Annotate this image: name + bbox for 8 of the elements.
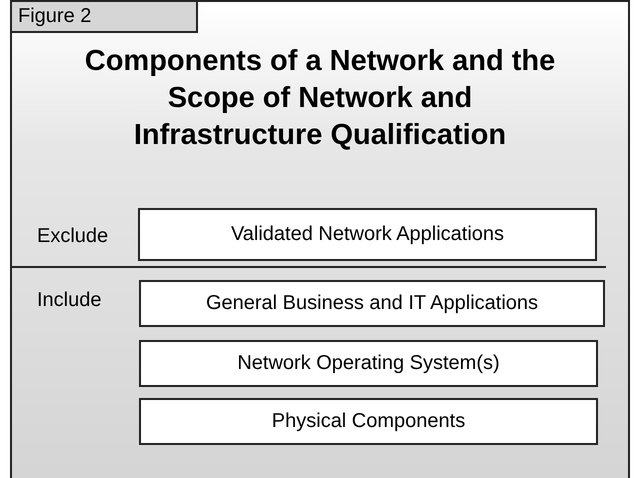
section-label: Exclude — [37, 224, 108, 248]
section-label: Include — [37, 288, 102, 312]
component-box: Network Operating System(s) — [139, 340, 598, 387]
component-box: Physical Components — [139, 398, 598, 445]
component-box: General Business and IT Applications — [139, 280, 605, 327]
component-box: Validated Network Applications — [138, 208, 597, 261]
title-heading: Components of a Network and the Scope of Network and Infrastructure Qualification — [84, 44, 556, 153]
figure-label: Figure 2 — [10, 0, 198, 33]
